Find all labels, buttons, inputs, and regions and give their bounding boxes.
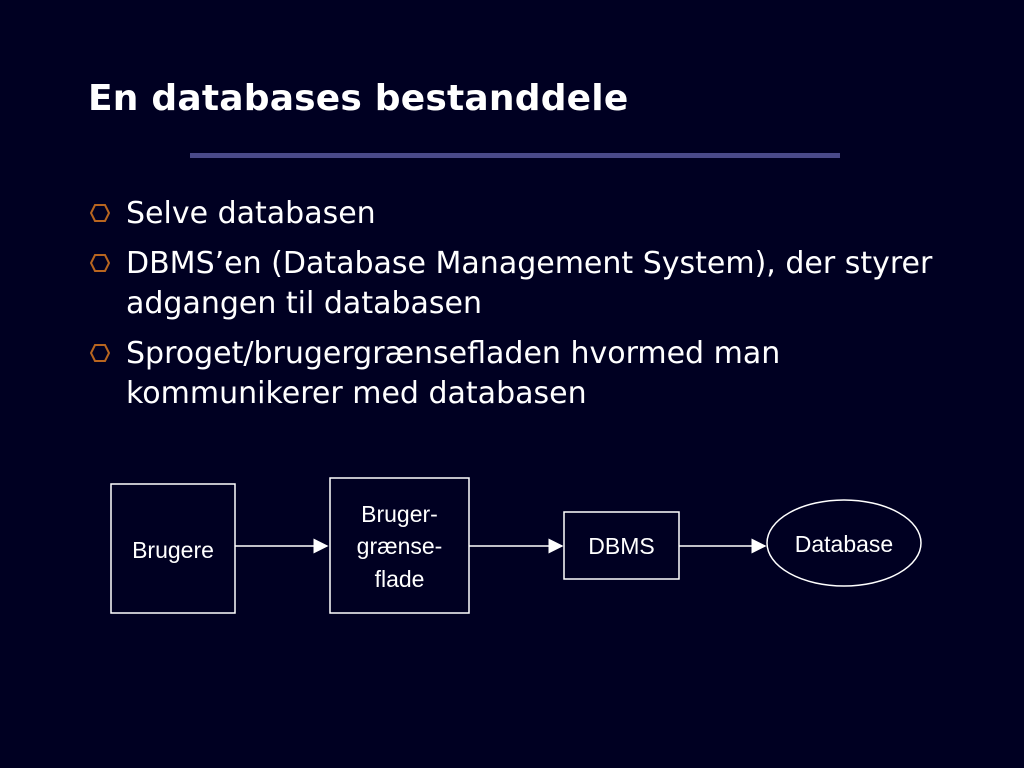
user-interface-label-line1: Bruger- xyxy=(361,501,438,527)
user-interface-label-line2: grænse- xyxy=(356,533,443,559)
architecture-diagram: Brugere Bruger- grænse- flade DBMS Datab… xyxy=(0,470,1024,630)
bullet-text: Sproget/brugergrænsefladen hvormed man k… xyxy=(126,336,781,411)
hexagon-bullet-icon xyxy=(90,204,110,222)
bullet-text: Selve databasen xyxy=(126,196,376,231)
hexagon-bullet-icon xyxy=(90,344,110,362)
bullet-item: Sproget/brugergrænsefladen hvormed man k… xyxy=(90,334,970,414)
bullet-text: DBMS’en (Database Management System), de… xyxy=(126,246,933,321)
bullet-list: Selve databasen DBMS’en (Database Manage… xyxy=(90,194,970,424)
database-label: Database xyxy=(794,531,894,557)
bullet-item: Selve databasen xyxy=(90,194,970,234)
dbms-label: DBMS xyxy=(588,533,655,559)
users-label: Brugere xyxy=(132,537,214,563)
database-ellipse xyxy=(766,499,922,587)
users-box xyxy=(110,483,236,614)
user-interface-label-line3: flade xyxy=(374,566,425,592)
title-underline xyxy=(190,153,840,158)
slide-title: En databases bestanddele xyxy=(88,78,629,119)
bullet-item: DBMS’en (Database Management System), de… xyxy=(90,244,970,324)
hexagon-bullet-icon xyxy=(90,254,110,272)
